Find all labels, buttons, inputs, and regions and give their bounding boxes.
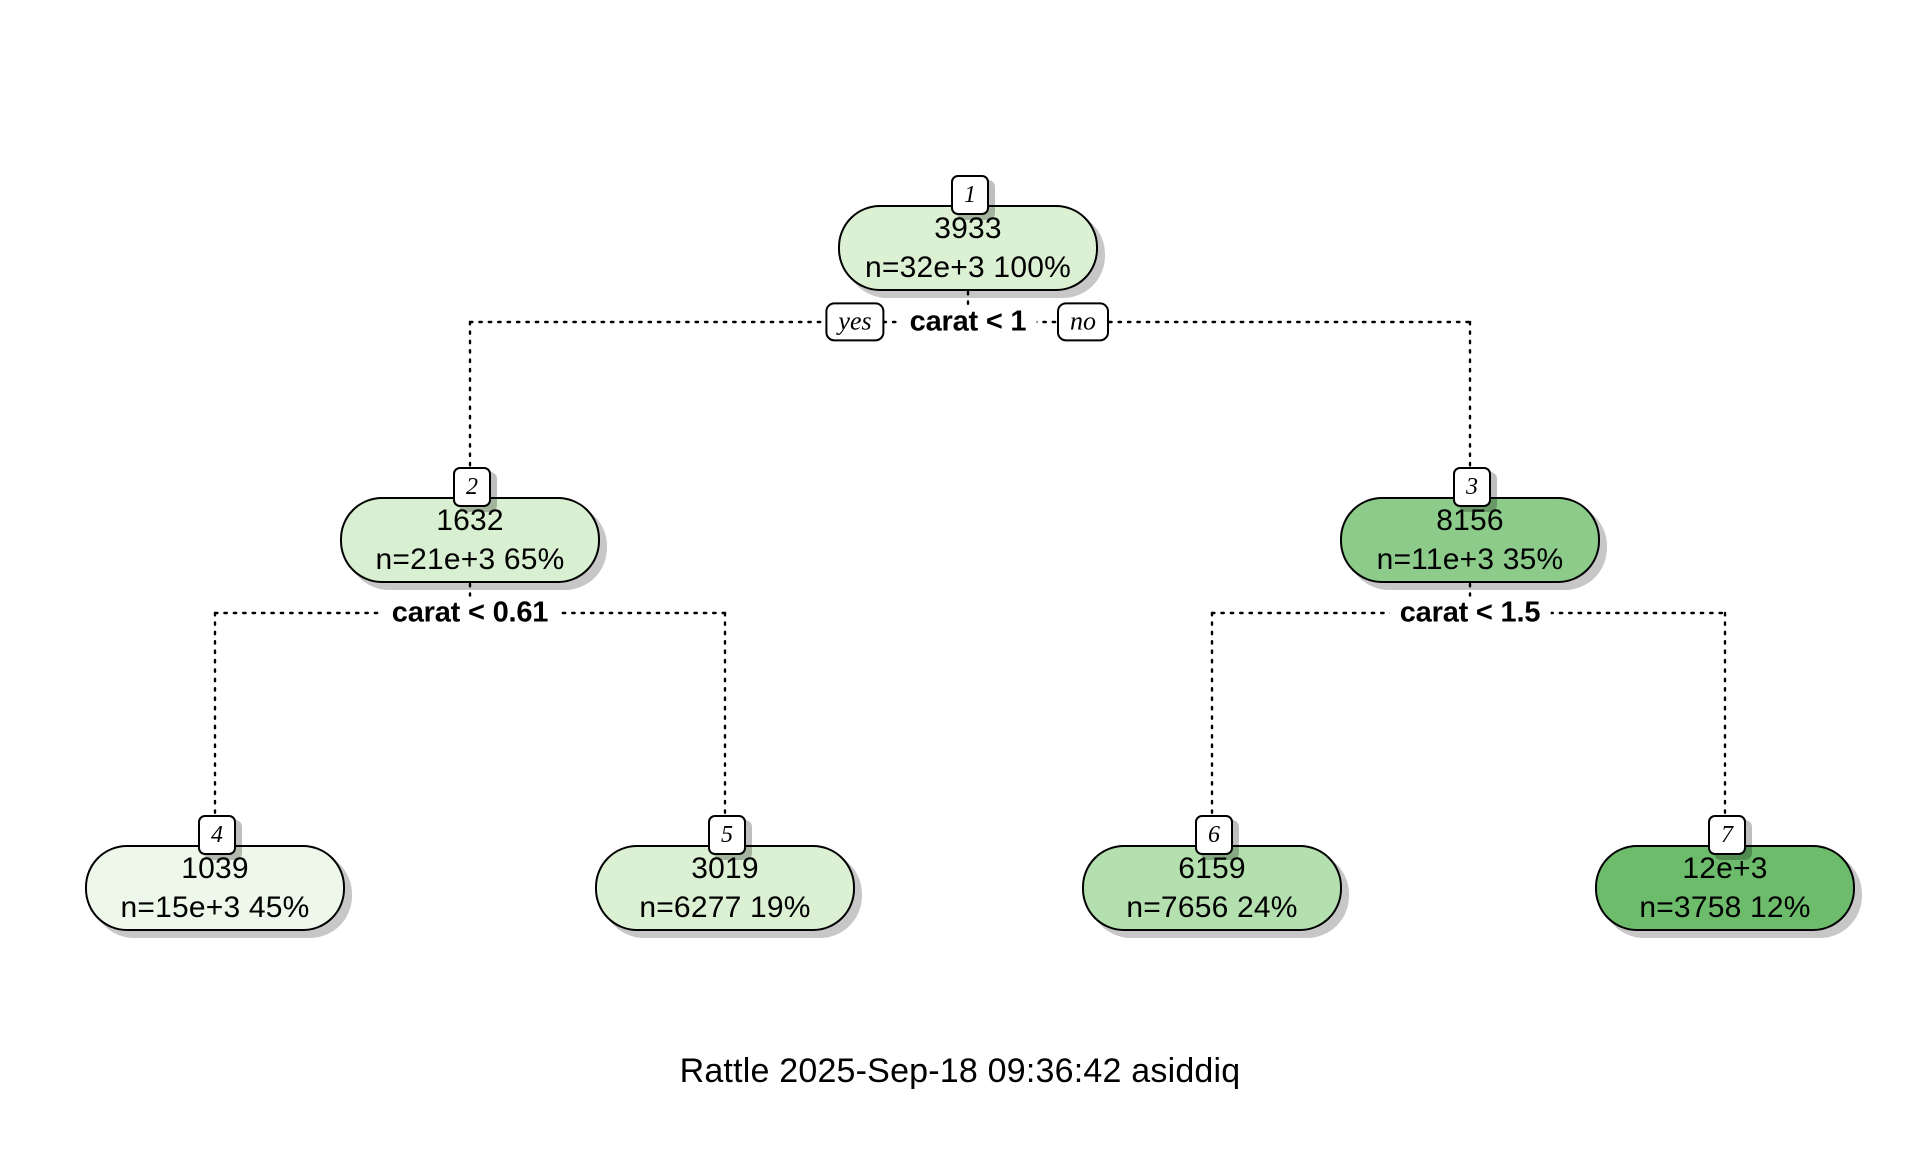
- tree-node-7[interactable]: 12e+3 n=3758 12%: [1595, 845, 1855, 931]
- node-value: 6159: [1178, 851, 1246, 885]
- split-label-2: carat < 0.61: [381, 596, 559, 630]
- split-label-3: carat < 1.5: [1389, 596, 1551, 630]
- node-id-badge-6: 6: [1195, 815, 1233, 855]
- plot-caption: Rattle 2025-Sep-18 09:36:42 asiddiq: [679, 1052, 1241, 1090]
- node-id-badge-5: 5: [708, 815, 746, 855]
- node-id-badge-3: 3: [1453, 467, 1491, 507]
- node-stat: n=11e+3 35%: [1376, 542, 1564, 576]
- branch-label-no: no: [1057, 302, 1109, 342]
- node-id-badge-4: 4: [198, 815, 236, 855]
- node-value: 3933: [934, 211, 1002, 245]
- split-label-1: carat < 1: [899, 305, 1037, 339]
- branch-label-yes: yes: [825, 302, 885, 342]
- tree-node-5[interactable]: 3019 n=6277 19%: [595, 845, 855, 931]
- node-value: 12e+3: [1682, 851, 1768, 885]
- tree-node-1[interactable]: 3933 n=32e+3 100%: [838, 205, 1098, 291]
- node-id-badge-7: 7: [1708, 815, 1746, 855]
- node-value: 1039: [181, 851, 249, 885]
- node-stat: n=3758 12%: [1639, 890, 1811, 924]
- tree-node-3[interactable]: 8156 n=11e+3 35%: [1340, 497, 1600, 583]
- tree-node-4[interactable]: 1039 n=15e+3 45%: [85, 845, 345, 931]
- node-value: 8156: [1436, 503, 1504, 537]
- node-stat: n=21e+3 65%: [375, 542, 565, 576]
- tree-node-2[interactable]: 1632 n=21e+3 65%: [340, 497, 600, 583]
- node-value: 3019: [691, 851, 759, 885]
- node-stat: n=6277 19%: [639, 890, 811, 924]
- node-stat: n=32e+3 100%: [865, 250, 1071, 284]
- node-id-badge-2: 2: [453, 467, 491, 507]
- node-stat: n=15e+3 45%: [120, 890, 310, 924]
- tree-node-6[interactable]: 6159 n=7656 24%: [1082, 845, 1342, 931]
- node-id-badge-1: 1: [951, 175, 989, 215]
- node-stat: n=7656 24%: [1126, 890, 1298, 924]
- node-value: 1632: [436, 503, 504, 537]
